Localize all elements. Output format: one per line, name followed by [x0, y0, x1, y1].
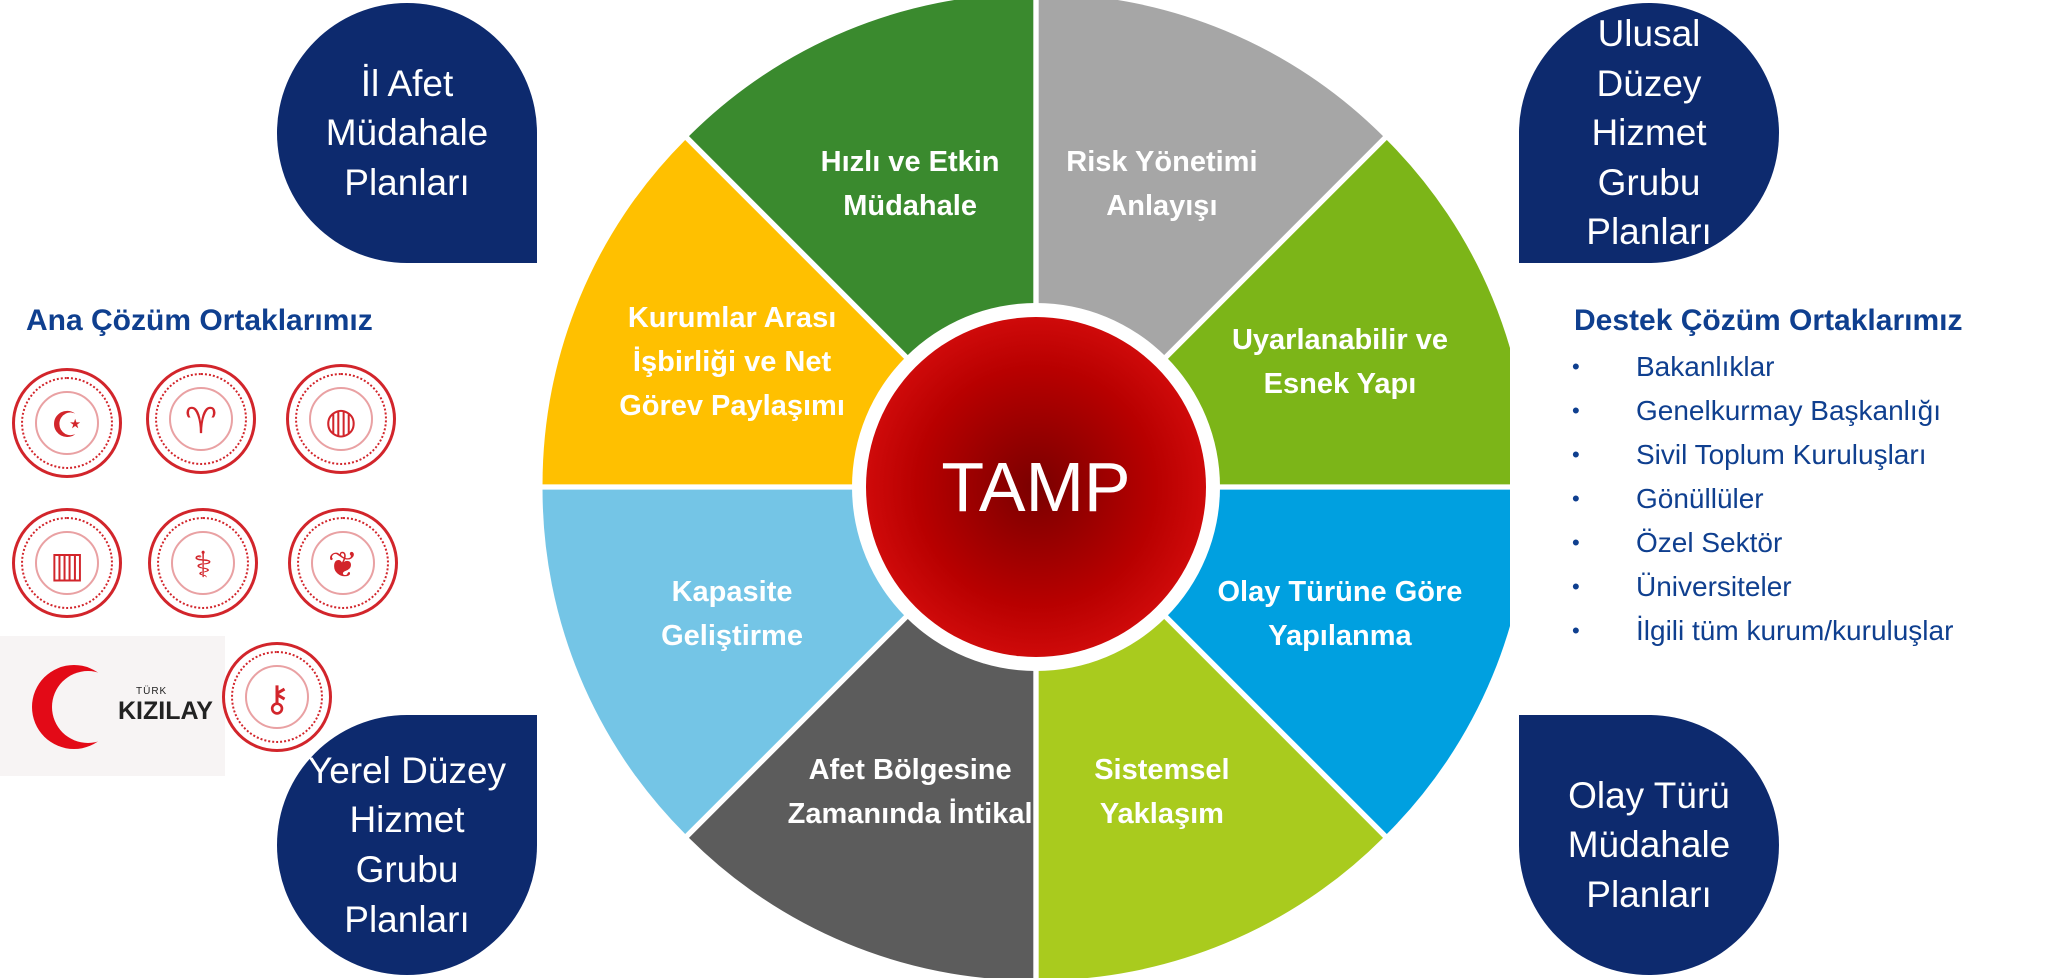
- badge-label: Yerel Düzey Hizmet Grubu Planları: [307, 749, 507, 940]
- bullet-icon: •: [1572, 530, 1580, 555]
- badge-ulusal-duzey: Ulusal Düzey Hizmet Grubu Planları: [1519, 3, 1779, 263]
- keys-seal-icon: ⚷: [222, 642, 332, 752]
- bullet-icon: •: [1572, 354, 1580, 379]
- wheat-seal-icon: ♈: [146, 364, 256, 474]
- badge-il-afet-mudahale: İl Afet Müdahale Planları: [277, 3, 537, 263]
- support-partners-heading: Destek Çözüm Ortaklarımız: [1574, 304, 1963, 337]
- bullet-icon: •: [1572, 442, 1580, 467]
- center-circle: [866, 317, 1206, 657]
- bullet-icon: •: [1572, 574, 1580, 599]
- globe-seal-icon: ◍: [286, 364, 396, 474]
- caduceus-seal-icon: ⚕: [148, 508, 258, 618]
- bullet-icon: •: [1572, 398, 1580, 423]
- bullet-icon: •: [1572, 618, 1580, 643]
- flame-seal-icon: ❦: [288, 508, 398, 618]
- center-title: TAMP: [941, 448, 1130, 526]
- main-partners-heading: Ana Çözüm Ortaklarımız: [26, 304, 373, 337]
- bullet-icon: •: [1572, 486, 1580, 511]
- kizilay-logo-text: KIZILAY: [118, 697, 213, 725]
- building-seal-icon: ▥: [12, 508, 122, 618]
- badge-label: İl Afet Müdahale Planları: [325, 62, 489, 203]
- badge-olay-turu: Olay Türü Müdahale Planları: [1519, 715, 1779, 975]
- badge-label: Ulusal Düzey Hizmet Grubu Planları: [1586, 13, 1712, 253]
- kizilay-logo-small-text: TÜRK: [136, 686, 168, 697]
- badge-yerel-duzey: Yerel Düzey Hizmet Grubu Planları: [277, 715, 537, 975]
- badge-label: Olay Türü Müdahale Planları: [1567, 774, 1731, 915]
- crescent-hands-seal-icon: ☪: [12, 368, 122, 478]
